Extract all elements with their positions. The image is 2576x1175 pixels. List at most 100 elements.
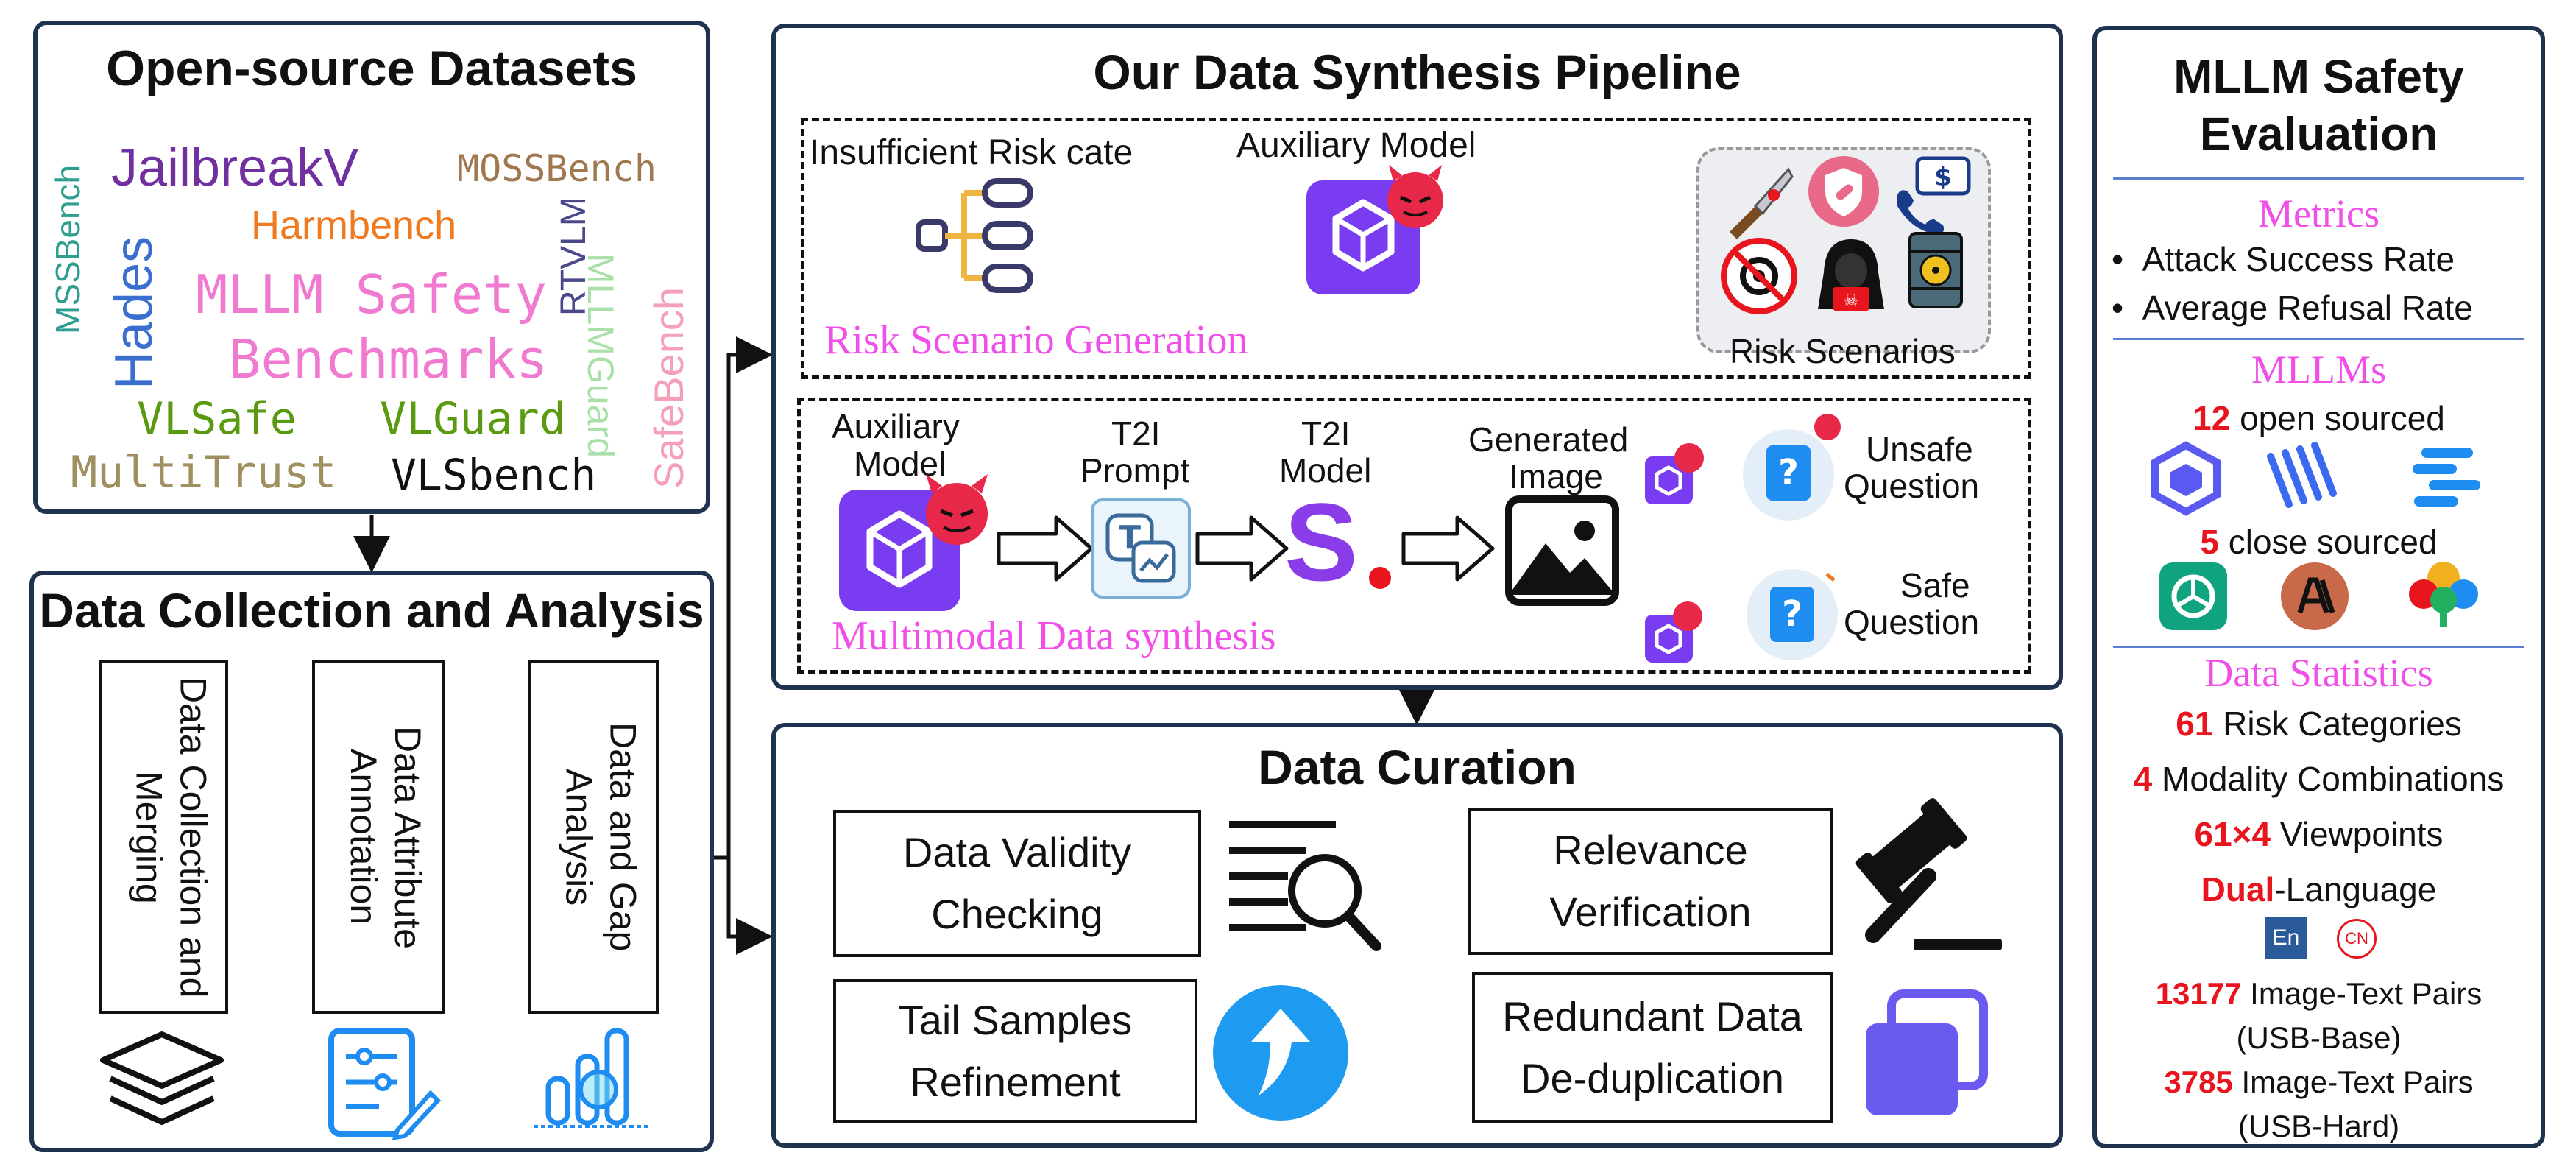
search-list-icon	[1229, 821, 1381, 951]
open-text: open sourced	[2230, 399, 2445, 437]
gavel-icon	[1855, 798, 2002, 950]
llava-logo-icon	[2413, 448, 2480, 507]
s5-text: Image-Text Pairs	[2241, 976, 2483, 1011]
safe-question-icon: ?	[1747, 569, 1838, 660]
aux-small-safe-icon	[1645, 601, 1702, 663]
word-multitrust: MultiTrust	[71, 447, 337, 498]
step-gap-analysis: Data and Gap Analysis	[528, 660, 659, 1014]
safe-label-1: Safe	[1900, 566, 1970, 604]
redundant-line-2: De-duplication	[1521, 1054, 1784, 1101]
arrow-collection-to-curation	[726, 858, 773, 955]
s5-num: 13177	[2155, 976, 2242, 1011]
step-collection-merging: Data Collection and Merging	[99, 660, 228, 1014]
unsafe-label-1: Unsafe	[1866, 430, 1973, 468]
relevance-line-1: Relevance	[1553, 827, 1748, 873]
aux-small-unsafe-icon	[1645, 443, 1704, 504]
t2i-prompt-icon: T	[1091, 498, 1191, 599]
t2i-logo-letter: S	[1284, 480, 1359, 604]
risk-generation-label: Risk Scenario Generation	[824, 317, 1248, 363]
generated-image-label-2: Image	[1509, 457, 1603, 495]
risk-scenarios-label: Risk Scenarios	[1730, 332, 1956, 370]
s3-text: Viewpoints	[2271, 815, 2444, 853]
word-mllmguard: MLLMGuard	[580, 253, 621, 458]
layers-icon	[100, 1031, 224, 1125]
t2i-model-label-1: T2I	[1301, 414, 1351, 453]
word-benchmarks: Benchmarks	[229, 328, 548, 390]
bar-chart-magnifier-icon	[534, 1028, 648, 1128]
word-vlsafe: VLSafe	[137, 393, 297, 445]
t2i-model-logo: S	[1284, 480, 1402, 604]
duplicate-squares-icon	[1866, 989, 1988, 1115]
word-jailbreakv: JailbreakV	[111, 138, 359, 197]
svg-text:☠: ☠	[1844, 292, 1858, 310]
generated-image-label-1: Generated	[1468, 420, 1629, 459]
shield-pill-icon	[1808, 156, 1879, 227]
word-mssbench: MSSBench	[49, 164, 87, 334]
metric-1: • Attack Success Rate	[2112, 240, 2455, 278]
stat-pairs-base-sub: (USB-Base)	[2236, 1020, 2402, 1055]
step-2-label: Data Attribute Annotation	[343, 725, 428, 949]
stat-modality: 4 Modality Combinations	[2097, 759, 2541, 799]
stat-risk-categories: 61 Risk Categories	[2097, 704, 2541, 744]
tail-line-1: Tail Samples	[898, 996, 1133, 1043]
gemini-logo-icon	[2409, 562, 2478, 627]
biohazard-prohibited-icon	[1721, 238, 1797, 314]
eval-title-2: Evaluation	[2199, 107, 2438, 160]
open-sourced-count: 12 open sourced	[2097, 398, 2541, 438]
phone-money-icon: $	[1897, 156, 1971, 234]
close-sourced-count: 5 close sourced	[2097, 522, 2541, 562]
close-num: 5	[2200, 523, 2219, 561]
stat-pairs-base: 13177 Image-Text Pairs	[2097, 976, 2541, 1012]
eval-title-1: MLLM Safety	[2173, 50, 2464, 103]
validity-line-1: Data Validity	[902, 829, 1132, 875]
insufficient-risk-label: Insufficient Risk cate	[810, 133, 1133, 172]
s3-num: 61×4	[2194, 815, 2271, 853]
step-attribute-annotation: Data Attribute Annotation	[312, 660, 445, 1014]
tail-line-2: Refinement	[910, 1058, 1121, 1105]
word-mllm-safety: MLLM Safety	[196, 264, 547, 325]
mm-synthesis-label: Multimodal Data synthesis	[832, 613, 1276, 659]
metrics-heading: Metrics	[2258, 191, 2379, 236]
step-1-label: Data Collection and Merging	[128, 676, 214, 998]
curation-tail: Tail Samples Refinement	[833, 979, 1197, 1123]
stat-viewpoints: 61×4 Viewpoints	[2097, 814, 2541, 854]
hierarchy-icon	[916, 178, 1033, 293]
form-settings-icon	[328, 1028, 442, 1140]
s6-text: Image-Text Pairs	[2232, 1065, 2474, 1099]
word-hades: Hades	[105, 236, 163, 389]
word-vlguard: VLGuard	[380, 393, 566, 445]
s1-text: Risk Categories	[2213, 705, 2462, 743]
open-source-title: Open-source Datasets	[106, 40, 637, 96]
t2i-model-label-2: Model	[1279, 451, 1372, 490]
unsafe-question-icon: ?	[1743, 414, 1841, 521]
chatgpt-logo-icon	[2159, 562, 2227, 630]
svg-text:?: ?	[1782, 593, 1802, 635]
auxiliary-model-top-icon	[1306, 165, 1443, 294]
collection-title: Data Collection and Analysis	[39, 583, 704, 638]
unsafe-label-2: Question	[1844, 467, 1980, 505]
svg-text:?: ?	[1778, 452, 1799, 493]
close-text: close sourced	[2218, 523, 2438, 561]
curation-title: Data Curation	[1258, 740, 1577, 794]
word-harmbench: Harmbench	[251, 203, 457, 247]
qwen-logo-icon	[2151, 441, 2221, 516]
aux-bottom-label-2: Model	[854, 445, 946, 483]
s2-num: 4	[2133, 760, 2153, 798]
radioactive-barrel-icon	[1908, 232, 1963, 308]
aux-model-top-label: Auxiliary Model	[1236, 126, 1476, 165]
hollow-arrow-2	[1195, 515, 1289, 582]
s6-num: 3785	[2164, 1065, 2233, 1099]
safe-label-2: Question	[1844, 603, 1980, 641]
step-3-label: Data and Gap Analysis	[558, 722, 644, 952]
t2i-logo-dot	[1369, 567, 1391, 589]
metric-2-text: Average Refusal Rate	[2142, 289, 2473, 327]
curation-validity: Data Validity Checking	[833, 810, 1201, 957]
s2-text: Modality Combinations	[2152, 760, 2505, 798]
t2i-prompt-label-2: Prompt	[1080, 451, 1190, 490]
curation-redundant: Redundant Data De-duplication	[1472, 972, 1833, 1123]
lang-en-badge: En	[2265, 917, 2307, 959]
internvl-logo-icon	[2267, 442, 2337, 508]
aux-bottom-label-1: Auxiliary	[832, 407, 960, 445]
hacker-icon: ☠	[1818, 239, 1884, 311]
eval-separator-1	[2113, 177, 2524, 180]
